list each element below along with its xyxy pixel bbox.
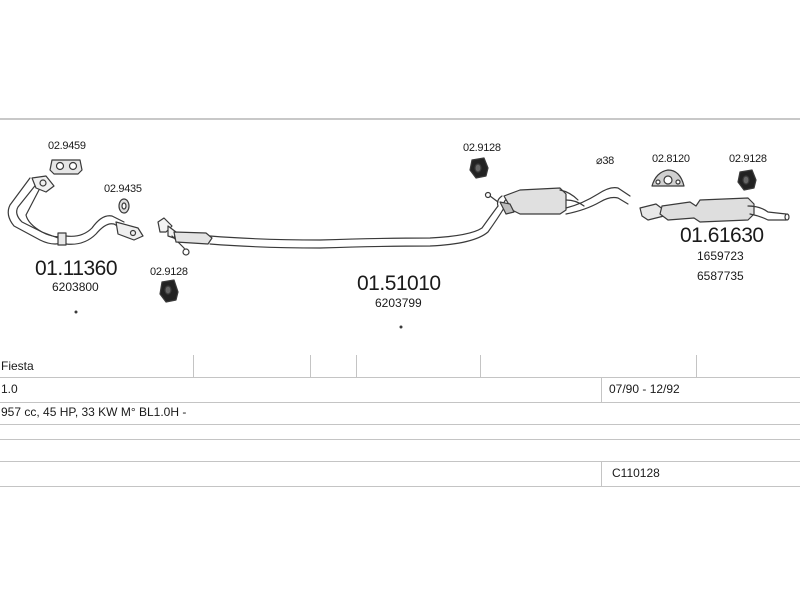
column-divider <box>310 355 311 377</box>
hanger-label: 02.8120 <box>652 153 690 165</box>
column-divider <box>601 378 602 402</box>
diameter-label: ⌀38 <box>596 155 614 167</box>
nut-b-drawing <box>469 157 489 179</box>
middle-pipe-drawing <box>157 187 631 256</box>
clamp-a-drawing <box>49 159 83 175</box>
years-cell: 07/90 - 12/92 <box>609 382 680 396</box>
rear-silencer-oem-2: 6587735 <box>697 269 744 283</box>
clamp-a-label: 02.9459 <box>48 140 86 152</box>
table-row <box>0 440 800 462</box>
front-pipe-drawing <box>7 175 144 246</box>
code-cell: C110128 <box>612 466 660 480</box>
nut-a-label: 02.9128 <box>150 266 188 278</box>
column-divider <box>696 355 697 377</box>
top-frame-line <box>0 118 800 120</box>
model-cell: Fiesta <box>1 359 34 373</box>
front-pipe-number: 01.11360 <box>35 257 118 280</box>
clamp-b-label: 02.9435 <box>104 183 142 195</box>
table-row: C110128 <box>0 462 800 487</box>
clamp-b-drawing <box>118 198 130 214</box>
exhaust-diagram <box>7 157 790 329</box>
column-divider <box>601 462 602 486</box>
rear-silencer-number: 01.61630 <box>680 224 764 247</box>
table-row: 1.0 07/90 - 12/92 <box>0 378 800 403</box>
middle-pipe-number: 01.51010 <box>357 272 441 295</box>
table-row: Fiesta <box>0 355 800 378</box>
column-divider <box>356 355 357 377</box>
middle-pipe-oem: 6203799 <box>375 296 422 310</box>
hanger-drawing <box>651 169 685 187</box>
nut-c-label: 02.9128 <box>729 153 767 165</box>
nut-b-label: 02.9128 <box>463 142 501 154</box>
nut-c-drawing <box>737 169 757 191</box>
table-row: 957 cc, 45 HP, 33 KW M° BL1.0H - <box>0 403 800 425</box>
spec-cell: 957 cc, 45 HP, 33 KW M° BL1.0H - <box>1 405 187 419</box>
column-divider <box>480 355 481 377</box>
front-pipe-oem: 6203800 <box>52 280 99 294</box>
rear-silencer-drawing <box>639 197 790 223</box>
column-divider <box>193 355 194 377</box>
engine-cell: 1.0 <box>1 382 18 396</box>
table-row <box>0 425 800 440</box>
nut-a-drawing <box>159 279 179 303</box>
rear-silencer-oem-1: 1659723 <box>697 249 744 263</box>
